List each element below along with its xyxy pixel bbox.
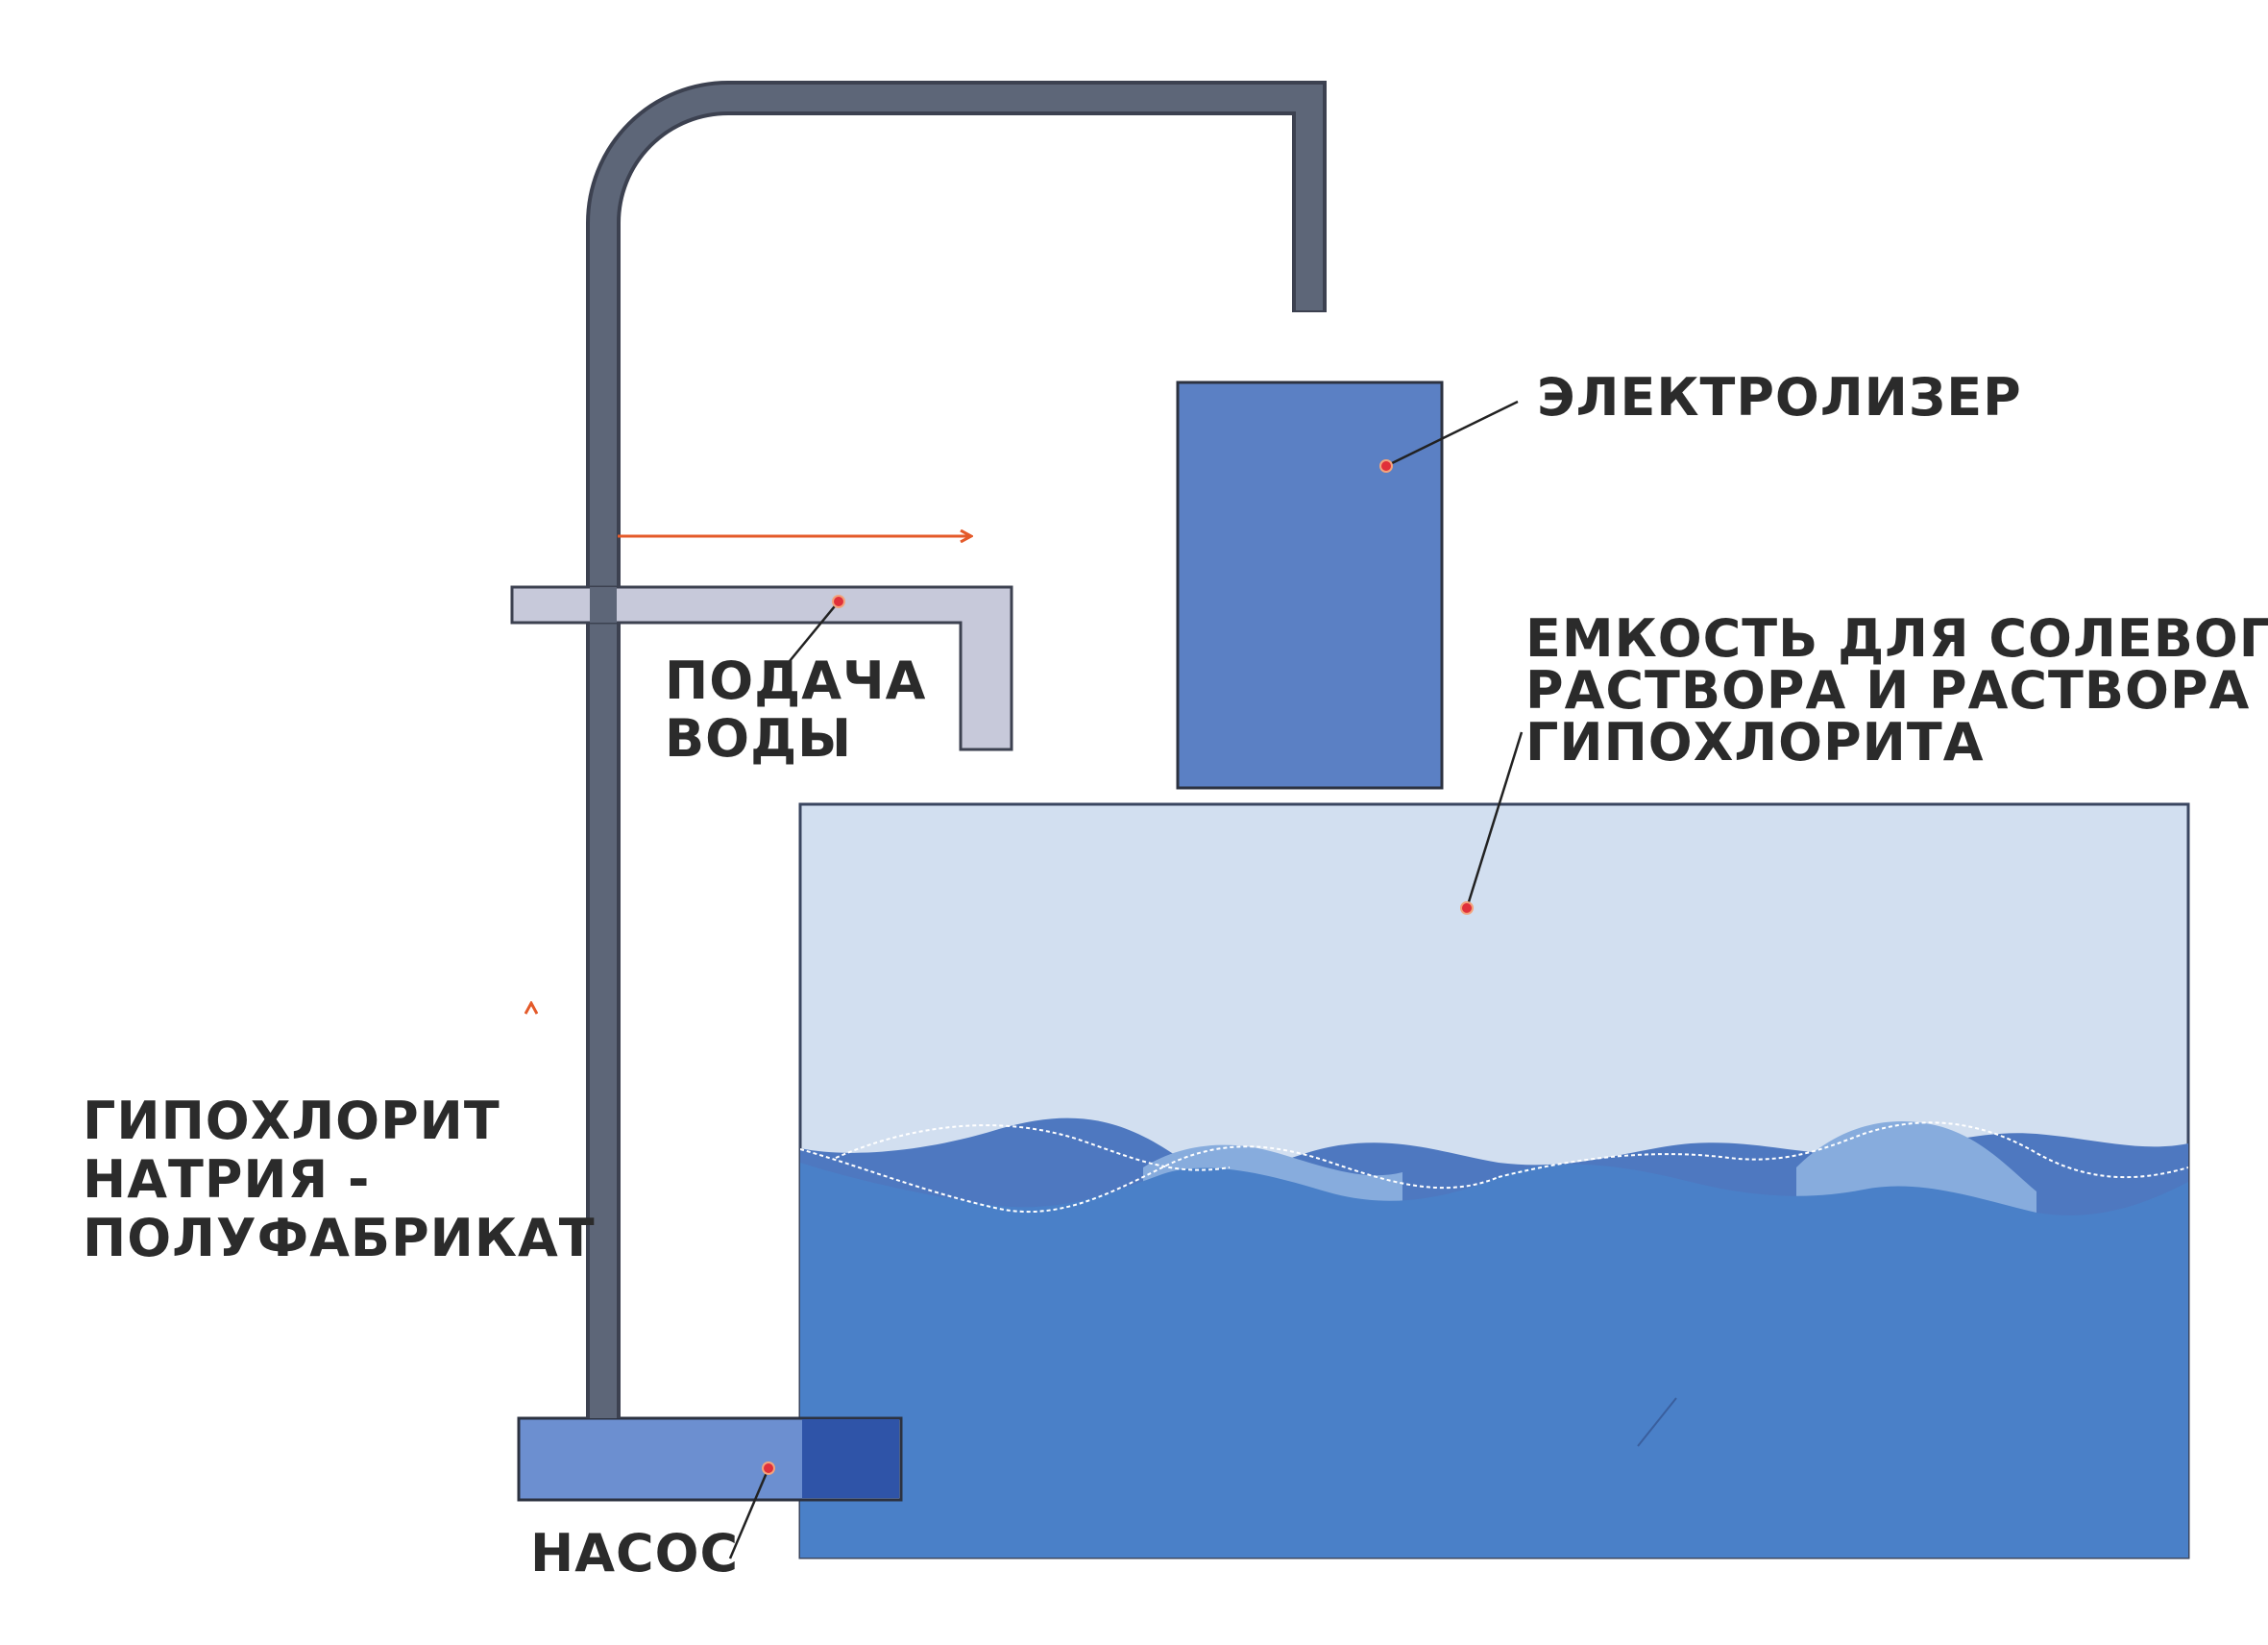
pipe-crossing: [590, 587, 617, 623]
tank-scratch: [1637, 1397, 1677, 1447]
tank-label-line1: ЕМКОСТЬ ДЛЯ СОЛЕВОГО: [1525, 608, 2268, 669]
hypochlorite-label-line1: ГИПОХЛОРИТ: [83, 1091, 500, 1151]
tank-water: [800, 1163, 2188, 1558]
tank-dot-icon: [1460, 901, 1474, 915]
tank-label-line2: РАСТВОРА И РАСТВОРА: [1525, 660, 2250, 721]
pipe: [586, 81, 1327, 1418]
wave-line-1: [800, 1145, 1500, 1213]
tank-label-line3: ГИПОХЛОРИТА: [1525, 712, 1985, 773]
pump-overlap: [802, 1419, 899, 1498]
wave-line-2: [835, 1124, 1231, 1171]
water-inlet-leader: [789, 601, 840, 662]
pump-leader: [728, 1467, 770, 1559]
tank-leader: [1465, 731, 1524, 909]
water-inlet-pipe: [510, 585, 1013, 751]
hypochlorite-label-line2: НАТРИЯ -: [83, 1149, 370, 1210]
tank: [798, 802, 2190, 1559]
electrolyzer-leader: [1385, 400, 1519, 468]
water-supply-label-line1: ПОДАЧА: [665, 651, 926, 711]
water-supply-label-line2: ВОДЫ: [665, 708, 852, 769]
hypochlorite-label-line3: ПОЛУФАБРИКАТ: [83, 1208, 596, 1268]
electrolyzer-dot-icon: [1379, 459, 1393, 473]
pump-dot-icon: [762, 1461, 775, 1475]
wave-line-3: [1498, 1121, 2188, 1179]
pipe-body: [590, 85, 1323, 1418]
pump-label: НАСОС: [530, 1523, 739, 1584]
water-inlet: [510, 585, 1013, 751]
pump: [517, 1416, 903, 1502]
electrolyzer-label: ЭЛЕКТРОЛИЗЕР: [1537, 367, 2022, 428]
water-inlet-dot-icon: [832, 595, 845, 608]
electrolyzer: [1176, 381, 1444, 790]
